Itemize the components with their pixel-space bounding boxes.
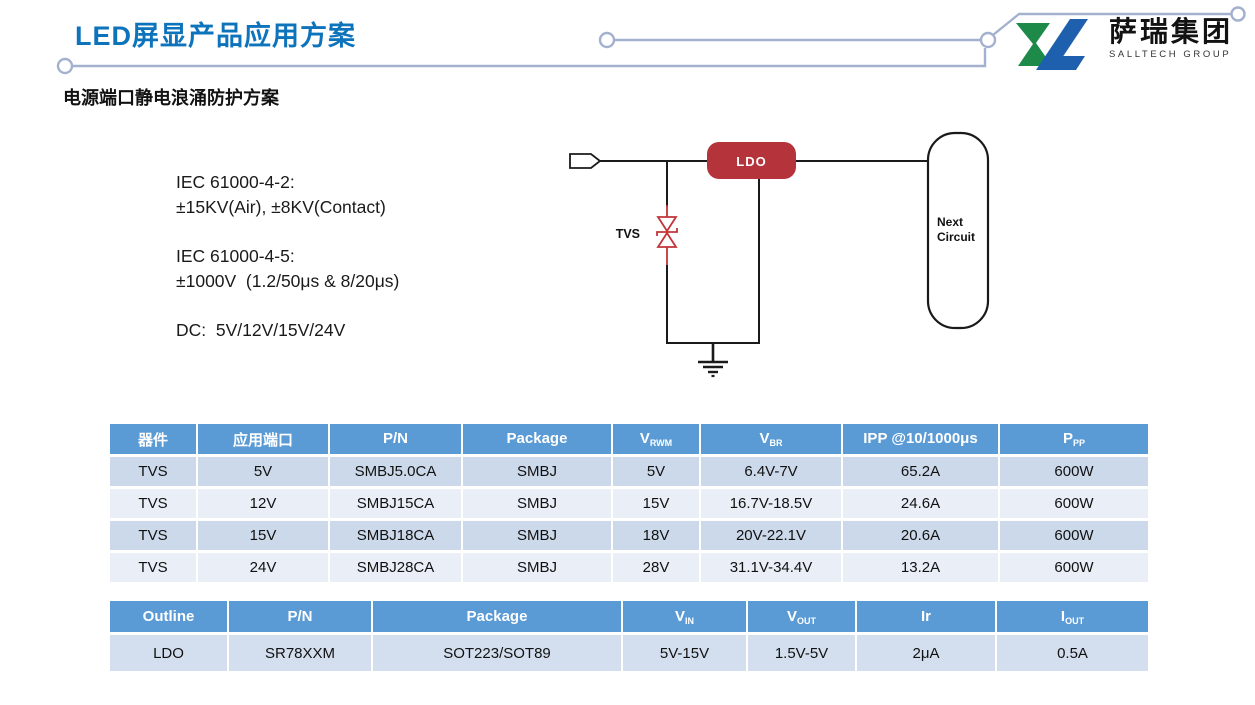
trace-node-circle	[1230, 6, 1246, 22]
logo-text: 萨瑞集团 SALLTECH GROUP	[1109, 16, 1233, 60]
table-cell: TVS	[110, 553, 198, 585]
table-cell: 6.4V-7V	[701, 457, 843, 489]
circuit-wires	[600, 160, 928, 344]
table-cell: 31.1V-34.4V	[701, 553, 843, 585]
ground-icon	[698, 343, 728, 378]
table-cell: SMBJ	[463, 553, 613, 585]
spec-line: IEC 61000-4-5:	[176, 246, 295, 266]
table-cell: 16.7V-18.5V	[701, 489, 843, 521]
next-circuit-block: Next Circuit	[926, 131, 990, 330]
column-header: VIN	[623, 601, 748, 635]
table-cell: 5V-15V	[623, 635, 748, 674]
table-cell: 5V	[198, 457, 330, 489]
logo-name-en: SALLTECH GROUP	[1109, 49, 1232, 61]
next-circuit-label-line2: Circuit	[937, 230, 975, 244]
column-header: Package	[463, 424, 613, 457]
table-cell: 28V	[613, 553, 701, 585]
table-cell: SMBJ15CA	[330, 489, 463, 521]
table-cell: SMBJ	[463, 457, 613, 489]
tvs-label: TVS	[616, 227, 640, 241]
table-cell: 2μA	[857, 635, 997, 674]
table-cell: 24.6A	[843, 489, 1000, 521]
column-header: P/N	[330, 424, 463, 457]
trace-node-circle	[598, 31, 616, 49]
table-cell: SMBJ	[463, 489, 613, 521]
company-logo: 萨瑞集团 SALLTECH GROUP	[1012, 16, 1233, 78]
ldo-box	[707, 142, 796, 179]
table-cell: 65.2A	[843, 457, 1000, 489]
trace-node-circle	[56, 57, 74, 75]
tvs-table: 器件 应用端口 P/N Package VRWM VBR IPP @10/100…	[110, 424, 1148, 585]
table-cell: SR78XXM	[229, 635, 373, 674]
table-cell: 5V	[613, 457, 701, 489]
tvs-diode-icon	[656, 205, 678, 265]
column-header: VOUT	[748, 601, 857, 635]
decorative-trace-lines	[56, 6, 1246, 75]
column-header: IOUT	[997, 601, 1148, 635]
column-header: Outline	[110, 601, 229, 635]
protection-circuit-diagram: TVS LDO Next Circuit	[569, 131, 990, 378]
column-header: Package	[373, 601, 623, 635]
ldo-table-header-row: Outline P/N Package VIN VOUT Ir IOUT	[110, 601, 1148, 635]
table-cell: 600W	[1000, 489, 1148, 521]
salltech-logo-icon	[1016, 19, 1088, 70]
table-cell: TVS	[110, 489, 198, 521]
column-header: VRWM	[613, 424, 701, 457]
page-title: LED屏显产品应用方案	[75, 21, 356, 51]
table-cell: 13.2A	[843, 553, 1000, 585]
table-cell: 15V	[613, 489, 701, 521]
table-cell: SOT223/SOT89	[373, 635, 623, 674]
ldo-block: LDO	[707, 142, 796, 179]
table-cell: 20V-22.1V	[701, 521, 843, 553]
ldo-table: Outline P/N Package VIN VOUT Ir IOUT LDO…	[110, 601, 1148, 674]
table-cell: TVS	[110, 457, 198, 489]
table-cell: 600W	[1000, 521, 1148, 553]
table-cell: 12V	[198, 489, 330, 521]
table-cell: 600W	[1000, 457, 1148, 489]
input-terminal-icon	[569, 153, 602, 169]
section-title: 电源端口静电浪涌防护方案	[63, 88, 279, 108]
table-cell: 15V	[198, 521, 330, 553]
table-cell: 20.6A	[843, 521, 1000, 553]
table-cell: LDO	[110, 635, 229, 674]
column-header: IPP @10/1000μs	[843, 424, 1000, 457]
column-header: 器件	[110, 424, 198, 457]
tvs-table-header-row: 器件 应用端口 P/N Package VRWM VBR IPP @10/100…	[110, 424, 1148, 457]
trace-node-circle	[979, 31, 997, 49]
table-cell: SMBJ5.0CA	[330, 457, 463, 489]
column-header: P/N	[229, 601, 373, 635]
table-cell: 1.5V-5V	[748, 635, 857, 674]
table-cell: 600W	[1000, 553, 1148, 585]
table-cell: SMBJ28CA	[330, 553, 463, 585]
logo-name-cn: 萨瑞集团	[1109, 16, 1234, 47]
table-cell: 18V	[613, 521, 701, 553]
spec-surge: IEC 61000-4-5: ±1000V (1.2/50μs & 8/20μs…	[176, 244, 399, 294]
ldo-label: LDO	[736, 154, 766, 169]
spec-line: ±1000V (1.2/50μs & 8/20μs)	[176, 271, 400, 291]
spec-line: DC: 5V/12V/15V/24V	[176, 320, 346, 340]
next-circuit-box	[926, 131, 990, 330]
column-header: Ir	[857, 601, 997, 635]
table-cell: SMBJ	[463, 521, 613, 553]
next-circuit-label-line1: Next	[937, 215, 963, 229]
table-cell: SMBJ18CA	[330, 521, 463, 553]
spec-dc: DC: 5V/12V/15V/24V	[176, 318, 399, 343]
spec-text-block: IEC 61000-4-2: ±15KV(Air), ±8KV(Contact)…	[176, 170, 399, 367]
table-cell: TVS	[110, 521, 198, 553]
column-header: 应用端口	[198, 424, 330, 457]
spec-line: ±15KV(Air), ±8KV(Contact)	[176, 197, 386, 217]
column-header: PPP	[1000, 424, 1148, 457]
spec-line: IEC 61000-4-2:	[176, 172, 295, 192]
spec-esd: IEC 61000-4-2: ±15KV(Air), ±8KV(Contact)	[176, 170, 399, 220]
table-cell: 24V	[198, 553, 330, 585]
column-header: VBR	[701, 424, 843, 457]
table-cell: 0.5A	[997, 635, 1148, 674]
